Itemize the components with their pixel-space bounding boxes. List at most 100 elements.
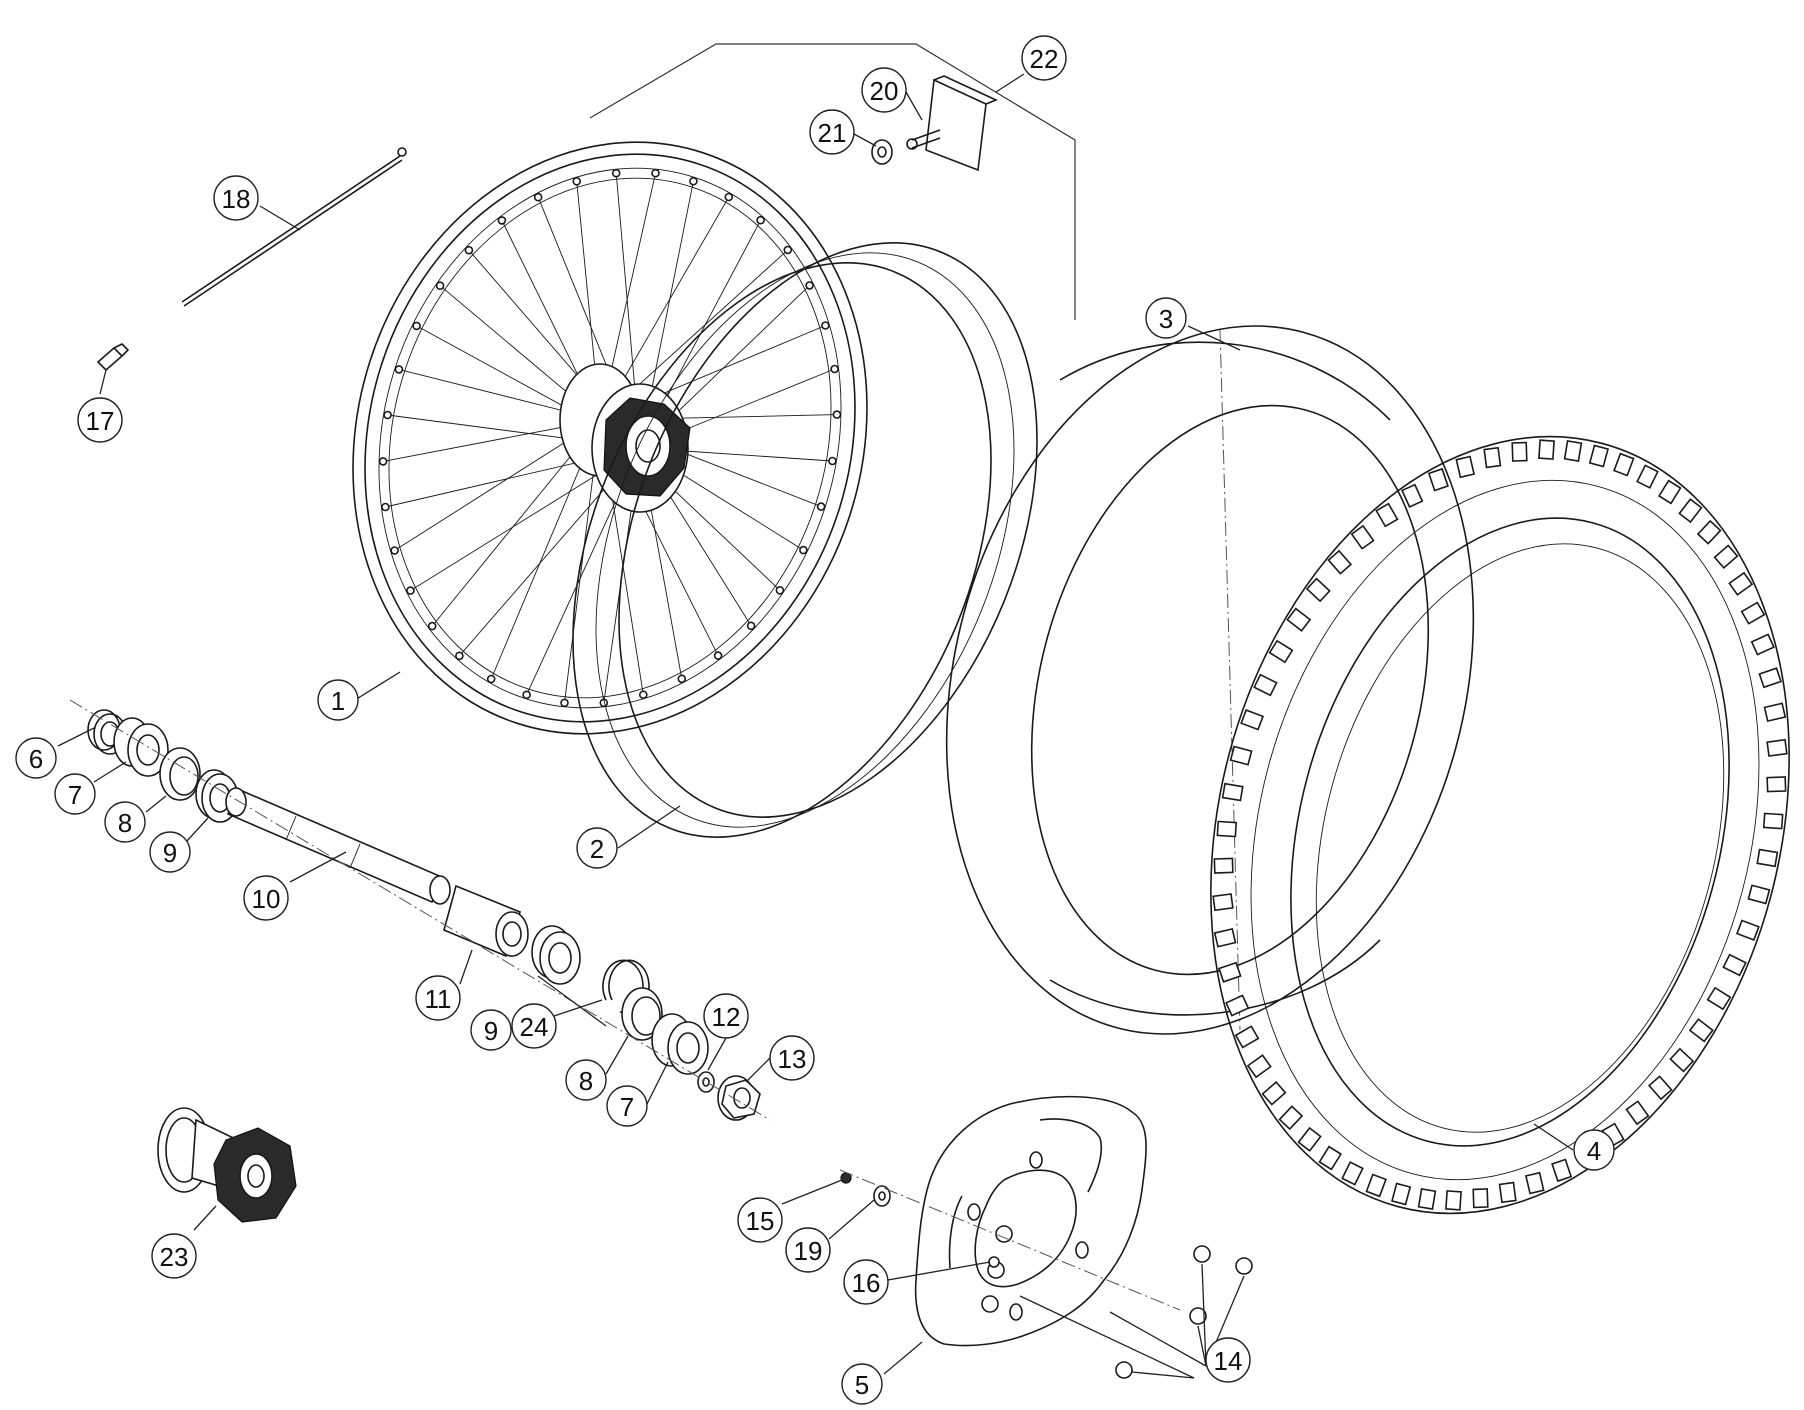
callout-1: 1: [317, 679, 359, 721]
tire-knob: [1218, 961, 1242, 983]
spoke-nipple-mark: [455, 651, 464, 661]
svg-text:10: 10: [252, 884, 281, 914]
tire-knob: [1318, 1145, 1343, 1171]
svg-text:7: 7: [68, 780, 82, 810]
tire-knob: [1722, 953, 1747, 977]
callout-22: 22: [1021, 35, 1067, 81]
part-axle-nut: [717, 1075, 761, 1121]
tire-knob: [1246, 1054, 1272, 1079]
callout-13: 13: [769, 1035, 815, 1081]
spoke-nipple-mark: [464, 245, 474, 255]
tire-knob: [1625, 1100, 1650, 1126]
spoke-nipple-mark: [378, 457, 388, 466]
spoke-nipple-mark: [611, 168, 621, 178]
tire-knob: [1327, 549, 1353, 575]
tire-knob: [1341, 1161, 1364, 1186]
tire-knob: [1212, 893, 1234, 912]
tire-knob: [1253, 673, 1278, 697]
tire-knob: [1758, 667, 1782, 689]
callout-2: 2: [576, 827, 618, 869]
callout-14-upper: 14: [1205, 1337, 1251, 1383]
tire-knob: [1483, 446, 1502, 469]
callout-24: 24: [511, 1003, 557, 1049]
spoke-nipple-mark: [406, 586, 415, 595]
spoke-nipple-mark: [756, 215, 765, 225]
callout-5: 5: [841, 1363, 883, 1405]
callout-7-left: 7: [54, 773, 96, 815]
tire-knob: [1763, 702, 1787, 723]
spoke-nipple-mark: [651, 168, 660, 178]
svg-text:7: 7: [620, 1092, 634, 1122]
part-washer: [697, 1071, 715, 1093]
spoke-nipple-mark: [522, 690, 531, 700]
tire-knob: [1636, 464, 1659, 489]
tire-knob: [1213, 927, 1237, 948]
svg-text:9: 9: [484, 1016, 498, 1046]
spoke-nipple-mark: [724, 192, 734, 202]
spoke-nipple-mark: [783, 245, 793, 255]
part-rim-lock: [906, 75, 999, 172]
tire-knob: [1762, 812, 1784, 830]
callout-23: 23: [151, 1233, 197, 1279]
svg-text:1: 1: [331, 686, 345, 716]
spoke-nipple-mark: [799, 545, 808, 555]
callout-16: 16: [843, 1259, 889, 1305]
tire-knob: [1588, 444, 1609, 468]
callout-7-right: 7: [606, 1085, 648, 1127]
spoke-nipple-mark: [533, 192, 543, 202]
tire-knob: [1498, 1181, 1517, 1204]
part-rim-band: [572, 242, 1038, 838]
spoke-nipple-mark: [689, 176, 698, 186]
svg-text:8: 8: [118, 808, 132, 838]
part-axle: [225, 787, 451, 905]
spoke-nipple-mark: [677, 674, 687, 684]
spoke-nipple-mark: [435, 281, 445, 291]
tire-knob: [1391, 1182, 1412, 1206]
spoke-nipple-mark: [830, 364, 839, 374]
callout-8-right: 8: [565, 1059, 607, 1101]
part-hub: [157, 1107, 297, 1223]
tire-knob: [1735, 919, 1760, 941]
callout-15: 15: [737, 1197, 783, 1243]
part-spacer-left: [113, 717, 169, 777]
spoke-nipple-mark: [383, 410, 392, 420]
callout-3: 3: [1145, 297, 1187, 339]
svg-text:4: 4: [1587, 1136, 1601, 1166]
part-tire: [1210, 435, 1790, 1215]
tire-knob: [1647, 1075, 1673, 1101]
tire-knob: [1240, 709, 1265, 731]
tire-knob: [1613, 452, 1635, 477]
tire-knob: [1713, 544, 1739, 570]
spoke-nipple-mark: [816, 502, 826, 511]
tire-knob: [1445, 1190, 1462, 1211]
spoke-nipple-mark: [572, 177, 582, 186]
tire-knob: [1740, 601, 1766, 625]
tire-knob: [1234, 1025, 1260, 1049]
part-bearing-right: [531, 925, 581, 985]
callout-9-right: 9: [470, 1009, 512, 1051]
spoke-nipple-mark: [805, 281, 814, 290]
spoke-nipple-mark: [828, 456, 837, 466]
tire-knob: [1551, 1158, 1573, 1183]
spoke-nipple-mark: [821, 321, 830, 330]
spoke-nipple-mark: [427, 621, 437, 631]
callout-labels: 1 2 3 4 5 6 7 7 8 8 9 9 10 11 12 13 14 1…: [15, 35, 1615, 1405]
svg-text:24: 24: [520, 1012, 549, 1042]
spoke-nipple-mark: [638, 690, 648, 700]
callout-18: 18: [213, 175, 259, 221]
tire-knob: [1766, 738, 1788, 757]
part-rim-lock-nut: [871, 139, 893, 165]
callout-6: 6: [15, 737, 57, 779]
spoke-nipple-mark: [746, 621, 756, 631]
tire-knob: [1305, 577, 1331, 603]
svg-text:14: 14: [1214, 1346, 1243, 1376]
tire-knob: [1268, 639, 1294, 664]
svg-text:18: 18: [222, 184, 251, 214]
svg-text:15: 15: [746, 1206, 775, 1236]
svg-text:23: 23: [160, 1242, 189, 1272]
part-spoke: [181, 147, 407, 307]
callout-11: 11: [415, 975, 461, 1021]
part-seal-ring-right: [621, 987, 663, 1041]
svg-text:20: 20: [870, 76, 899, 106]
tire-knob: [1756, 848, 1779, 868]
